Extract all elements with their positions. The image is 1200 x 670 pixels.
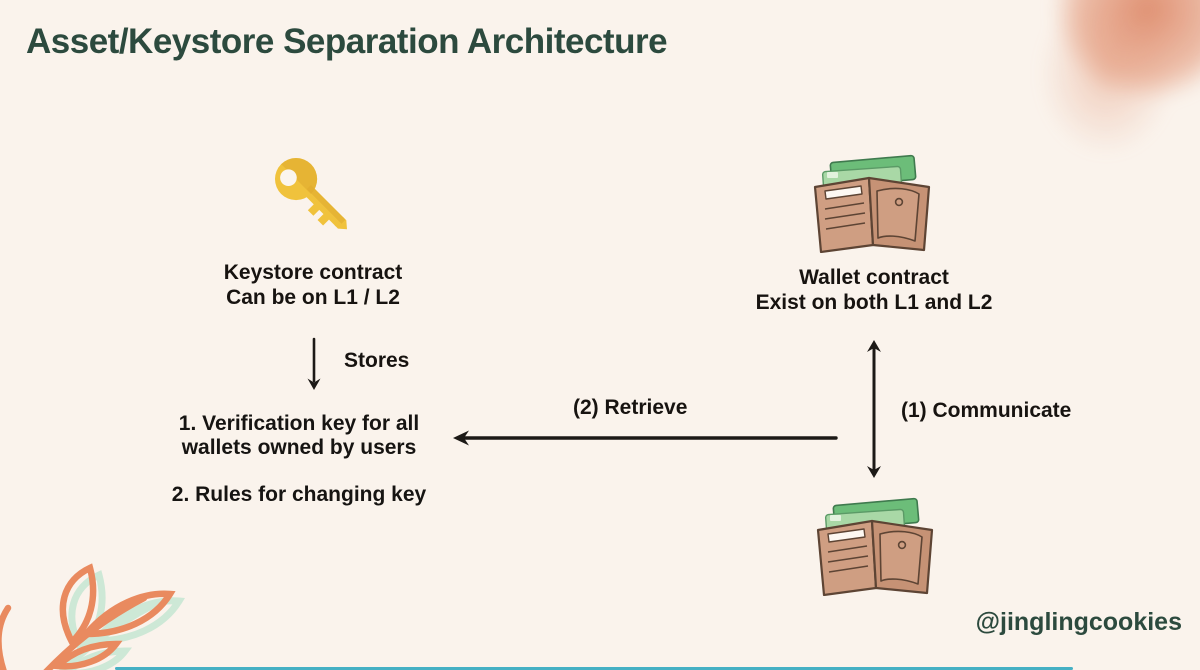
wallet-subtitle: Exist on both L1 and L2: [755, 290, 993, 314]
stored-items-list: 1. Verification key for all wallets owne…: [163, 412, 435, 507]
arrow-down-stores-icon: [307, 337, 321, 390]
stores-edge-label: Stores: [344, 349, 410, 372]
wallet-icon: [813, 154, 931, 253]
leaf-branch-decoration: [0, 563, 185, 670]
page-title: Asset/Keystore Separation Architecture: [26, 22, 668, 61]
wallet-title: Wallet contract: [799, 266, 949, 289]
key-icon: [274, 157, 347, 230]
wallet-icon: [816, 497, 934, 596]
bottom-accent-line: [115, 667, 1073, 670]
watercolor-blob-decoration: [1018, 0, 1200, 177]
keystore-node-label: Keystore contract Can be on L1 / L2: [193, 261, 433, 311]
wallet-node-label: Wallet contract Exist on both L1 and L2: [746, 266, 1002, 316]
stored-item-1: 1. Verification key for all wallets owne…: [178, 412, 420, 460]
communicate-edge-label: (1) Communicate: [901, 399, 1072, 422]
stored-item-2: 2. Rules for changing key: [171, 483, 427, 507]
author-handle: @jinglingcookies: [975, 608, 1182, 636]
retrieve-edge-label: (2) Retrieve: [573, 396, 688, 419]
keystore-title: Keystore contract: [223, 261, 403, 284]
arrow-vertical-double-communicate-icon: [867, 340, 881, 478]
arrow-left-retrieve-icon: [453, 430, 838, 446]
keystore-subtitle: Can be on L1 / L2: [226, 285, 400, 309]
